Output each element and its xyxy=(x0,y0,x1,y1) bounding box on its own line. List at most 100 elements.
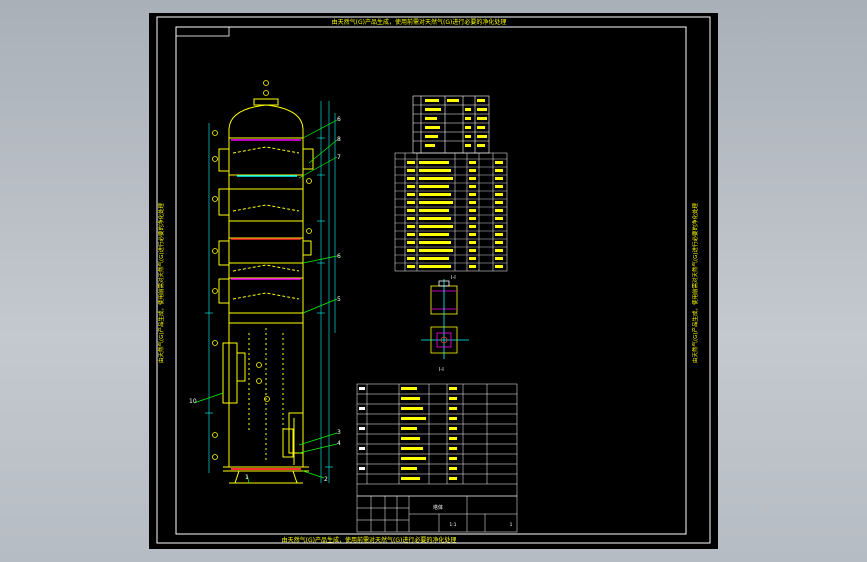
parts-row-mark xyxy=(407,225,415,228)
parts-row-mark xyxy=(419,185,449,188)
parts-row-mark xyxy=(469,209,476,212)
parts-row-mark xyxy=(495,233,503,236)
bom-row-mark xyxy=(401,477,420,480)
bom-row-mark xyxy=(401,467,417,470)
sheet-inner-border xyxy=(175,26,687,535)
parts-row-mark xyxy=(495,265,503,268)
part-balloons: 6 8 7 6 5 10 3 4 2 1 xyxy=(189,116,341,483)
parts-row-mark xyxy=(407,233,415,236)
parts-row-mark xyxy=(469,217,476,220)
bom-row-mark xyxy=(359,447,365,450)
parts-row-mark xyxy=(407,193,415,196)
bom-row-mark xyxy=(401,457,426,460)
parts-row-mark xyxy=(495,177,503,180)
nozzle-markers xyxy=(212,80,312,460)
bom-row-mark xyxy=(359,467,365,470)
parts-row-mark xyxy=(495,193,503,196)
parts-row-mark xyxy=(407,209,415,212)
parts-row-mark xyxy=(469,185,476,188)
parts-row-mark xyxy=(469,201,476,204)
parts-row-mark xyxy=(419,257,449,260)
bom-row-mark xyxy=(449,467,457,470)
balloon-6a: 6 xyxy=(337,116,341,123)
title-block-sheet: 1 xyxy=(510,522,513,528)
parts-row-mark xyxy=(495,241,503,244)
bom-row-mark xyxy=(449,437,457,440)
bom-row-mark xyxy=(449,447,457,450)
bom-row-mark xyxy=(401,417,426,420)
drawing-number-box xyxy=(175,26,230,37)
right-side-note: 由天然气(G)产品生成，使用前需对天然气(G)进行必要的净化处理 xyxy=(691,202,699,363)
parts-list-rows xyxy=(395,158,507,268)
parts-row-mark xyxy=(469,241,476,244)
parts-row-mark xyxy=(419,209,449,212)
bottom-title: 由天然气(G)产品生成，使用前需对天然气(G)进行必要的净化处理 xyxy=(282,536,457,544)
bom-row-mark xyxy=(449,457,457,460)
section-a-label: I-I xyxy=(451,275,456,281)
bom-row-mark xyxy=(401,447,423,450)
parts-row-mark xyxy=(407,217,415,220)
parts-row-mark xyxy=(495,161,503,164)
parts-row-mark xyxy=(495,249,503,252)
parts-row-mark xyxy=(419,177,453,180)
parts-row-mark xyxy=(469,233,476,236)
bom-row-mark xyxy=(449,427,457,430)
bom-row-mark xyxy=(359,387,365,390)
parts-row-mark xyxy=(419,265,451,268)
left-side-note: 由天然气(G)产品生成，使用前需对天然气(G)进行必要的净化处理 xyxy=(157,202,165,363)
leader-lines xyxy=(193,119,338,484)
parts-row-mark xyxy=(469,265,476,268)
parts-row-mark xyxy=(419,169,451,172)
parts-row-mark xyxy=(407,265,415,268)
parts-row-mark xyxy=(407,185,415,188)
column-vessel xyxy=(218,98,314,484)
section-detail-a xyxy=(430,279,458,319)
parts-row-mark xyxy=(495,217,503,220)
parts-row-mark xyxy=(419,201,453,204)
top-title: 由天然气(G)产品生成，使用前需对天然气(G)进行必要的净化处理 xyxy=(332,18,507,26)
parts-row-mark xyxy=(469,193,476,196)
balloon-1: 1 xyxy=(245,474,249,481)
parts-row-mark xyxy=(469,249,476,252)
parts-row-mark xyxy=(419,241,451,244)
cad-drawing-viewport[interactable]: 由天然气(G)产品生成，使用前需对天然气(G)进行必要的净化处理 由天然气(G)… xyxy=(149,13,718,549)
parts-row-mark xyxy=(407,177,415,180)
bom-row-mark xyxy=(401,427,417,430)
parts-row-mark xyxy=(419,233,449,236)
parts-row-mark xyxy=(469,161,476,164)
parts-row-mark xyxy=(495,201,503,204)
parts-row-mark xyxy=(407,161,415,164)
balloon-3: 3 xyxy=(337,429,341,436)
parts-row-mark xyxy=(419,161,449,164)
parts-row-mark xyxy=(495,209,503,212)
parts-row-mark xyxy=(469,225,476,228)
title-block-scale: 1:1 xyxy=(449,522,456,528)
bom-row-mark xyxy=(359,407,365,410)
bom-row-mark xyxy=(401,407,423,410)
bom-row-mark xyxy=(449,387,457,390)
parts-list-table xyxy=(394,152,508,272)
bom-row-mark xyxy=(359,427,365,430)
parts-row-mark xyxy=(407,169,415,172)
bom-row-mark xyxy=(401,397,420,400)
parts-row-mark xyxy=(407,249,415,252)
section-detail-b xyxy=(421,319,469,359)
parts-row-mark xyxy=(469,257,476,260)
parts-row-mark xyxy=(495,225,503,228)
tray-highlights xyxy=(231,139,301,470)
bom-row-mark xyxy=(401,387,417,390)
balloon-8: 8 xyxy=(337,136,341,143)
title-block-drawing-name: 塔体 xyxy=(433,504,443,511)
parts-row-mark xyxy=(495,257,503,260)
parts-row-mark xyxy=(419,225,453,228)
parts-row-mark xyxy=(495,185,503,188)
balloon-10: 10 xyxy=(189,398,197,405)
sheet-outer-border xyxy=(156,16,711,544)
parts-row-mark xyxy=(419,193,451,196)
parts-row-mark xyxy=(469,177,476,180)
parts-row-mark xyxy=(407,257,415,260)
section-b-label: I-I xyxy=(439,367,444,373)
dimension-lines xyxy=(205,101,336,483)
balloon-7: 7 xyxy=(337,154,341,161)
balloon-2: 2 xyxy=(324,476,328,483)
